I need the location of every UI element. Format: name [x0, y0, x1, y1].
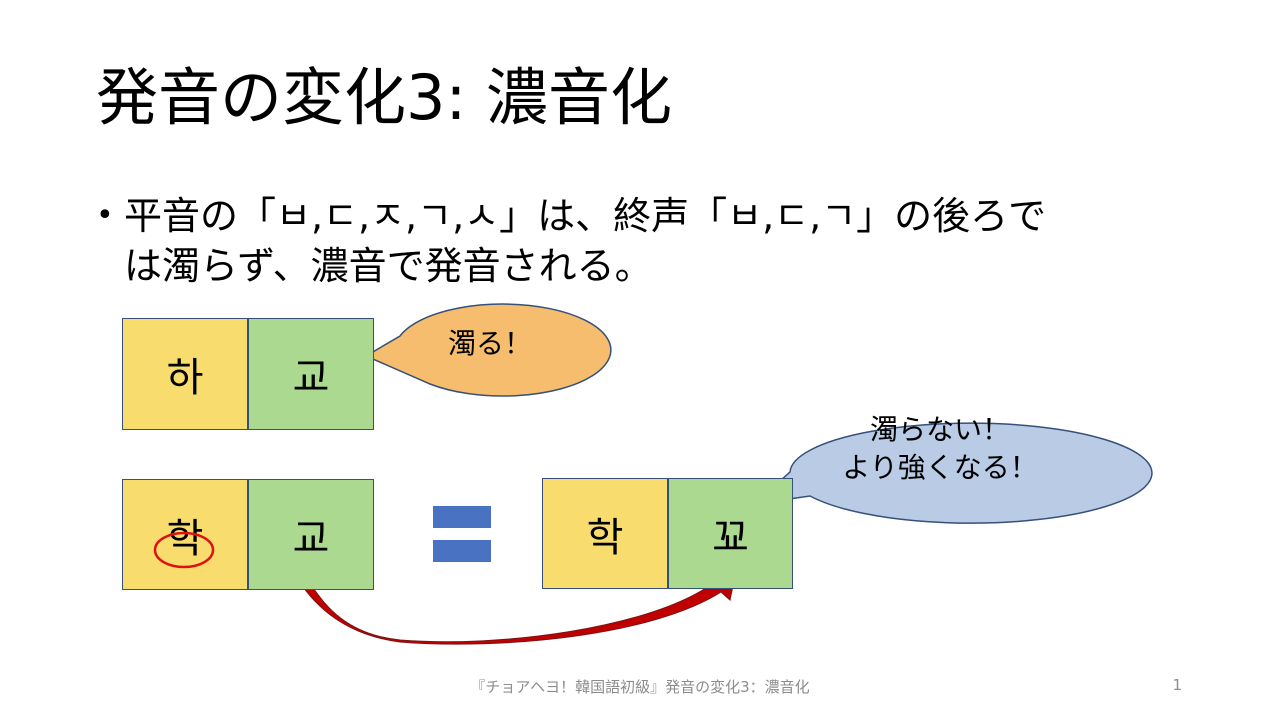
voiced-speech-bubble [364, 303, 612, 397]
syllable-box-gyo-2: 교 [248, 479, 374, 590]
syllable-box-kkyo: 꾜 [668, 478, 793, 589]
syllable-box-gyo: 교 [248, 318, 374, 430]
voiced-bubble-text: 濁る！ [447, 327, 532, 360]
slide-title: 発音の変化3: 濃音化 [96, 61, 673, 134]
bullet-dot: • [96, 198, 114, 233]
page-number: 1 [1172, 676, 1182, 694]
tense-bubble-text-2: より強くなる！ [842, 451, 1038, 484]
tense-speech-bubble [751, 422, 1153, 524]
syllable-box-hak: 학 [122, 479, 248, 590]
syllable-box-ha: 하 [122, 318, 248, 430]
equals-bar-top [433, 506, 491, 528]
bullet-line-1: 平音の「ㅂ,ㄷ,ㅈ,ㄱ,ㅅ」は、終声「ㅂ,ㄷ,ㄱ」の後ろで [124, 194, 1047, 238]
equals-bar-bottom [433, 540, 491, 562]
bullet-line-2: は濁らず、濃音で発音される。 [124, 244, 653, 288]
footer-text: 『チョアヘヨ！韓国語初級』発音の変化3：濃音化 [470, 678, 810, 696]
tense-bubble-text-1: 濁らない！ [869, 413, 1010, 446]
syllable-box-hak-right: 학 [542, 478, 668, 589]
